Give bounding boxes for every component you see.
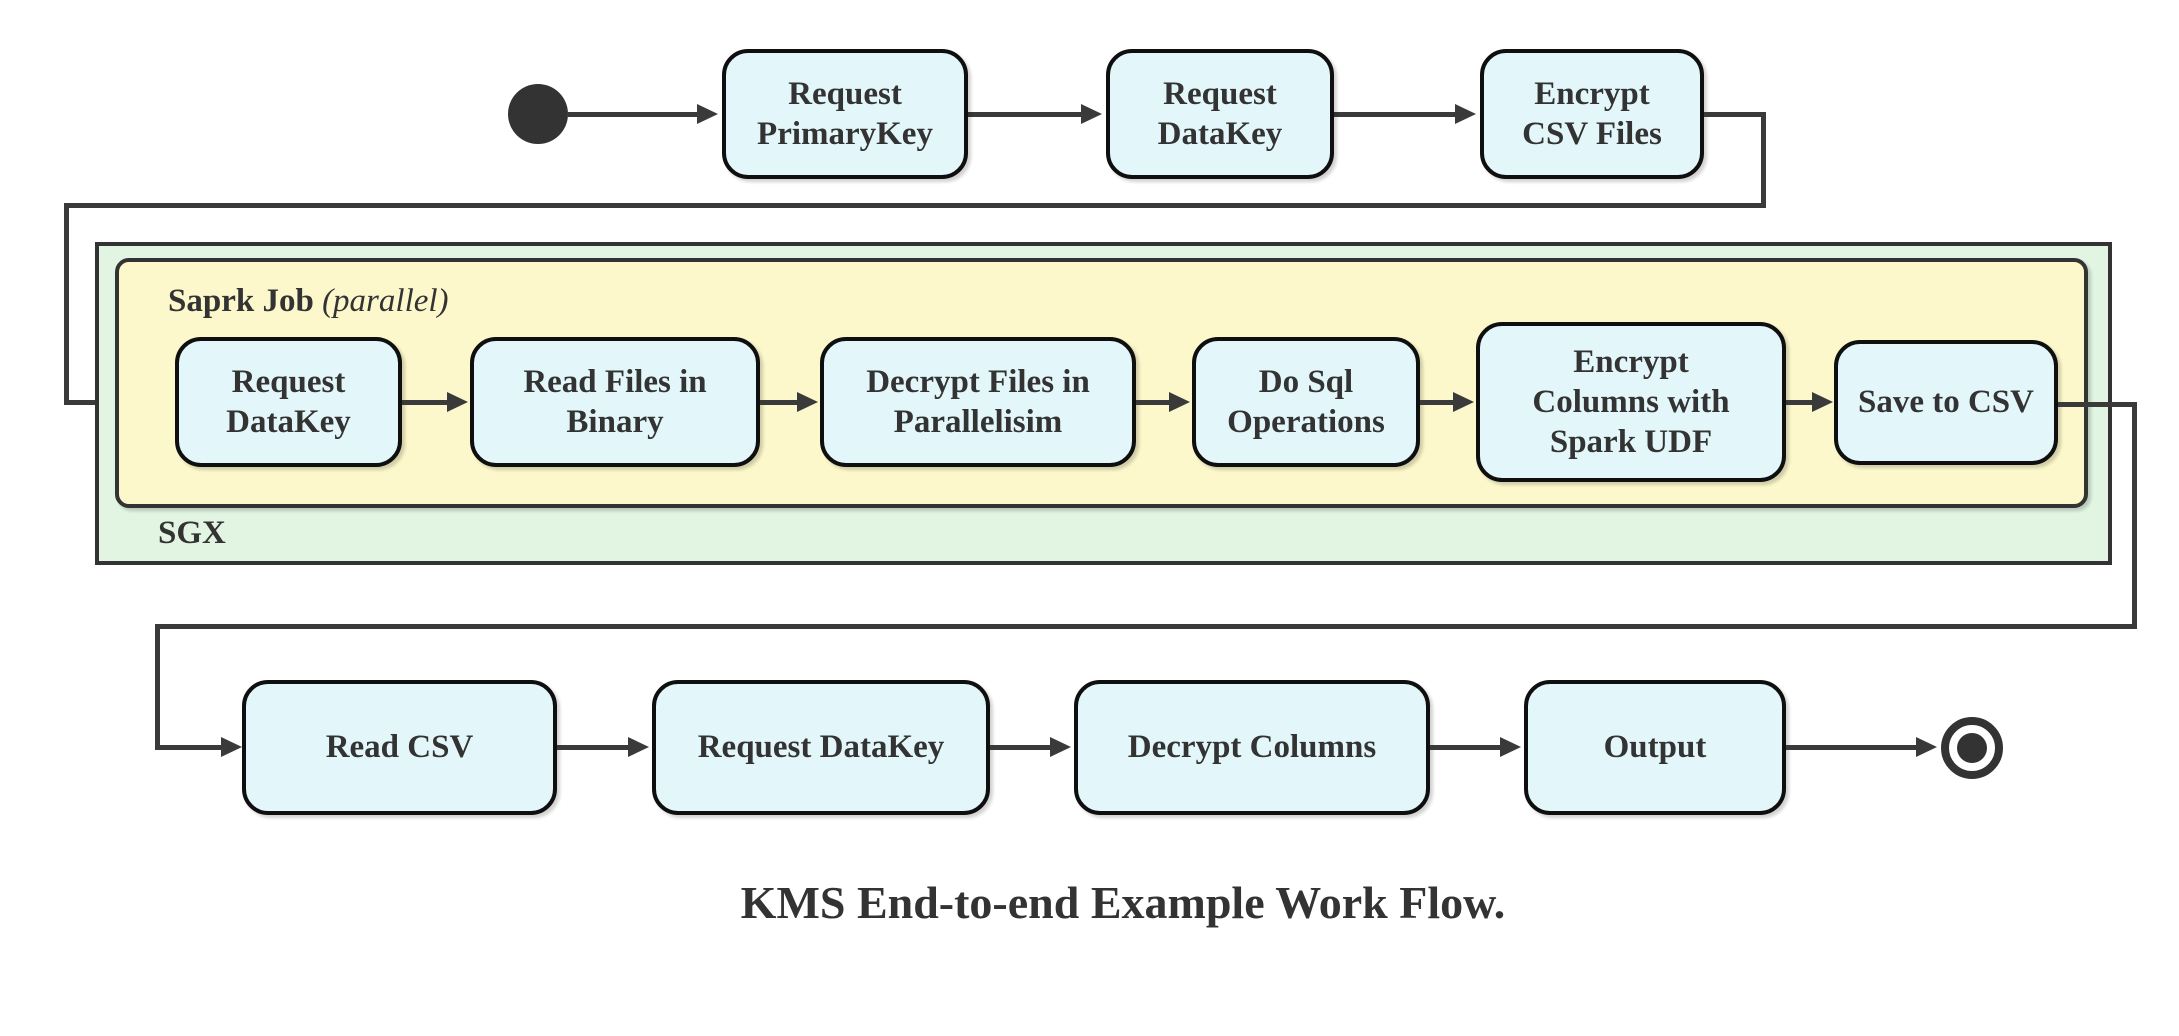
- arrowhead-icon: [221, 737, 242, 757]
- node-encrypt-columns-with-spark-udf: Encrypt Columns with Spark UDF: [1476, 322, 1786, 482]
- arrowhead-icon: [1453, 392, 1474, 412]
- edge-segment: [155, 624, 2137, 629]
- node-read-files-in-binary: Read Files in Binary: [470, 337, 760, 467]
- node-decrypt-files-in-parallelisim: Decrypt Files in Parallelisim: [820, 337, 1136, 467]
- edge-segment: [155, 624, 160, 748]
- node-decrypt-columns: Decrypt Columns: [1074, 680, 1430, 815]
- arrowhead-icon: [1916, 737, 1937, 757]
- final-state-icon: [1941, 717, 2003, 779]
- edge-segment: [760, 400, 798, 405]
- edge-segment: [1786, 400, 1813, 405]
- node-label: Read Files in Binary: [523, 363, 707, 440]
- edge-segment: [64, 203, 69, 405]
- node-label: Read CSV: [325, 729, 474, 766]
- spark-job-label-bold: Saprk Job: [168, 283, 314, 319]
- edge-segment: [1761, 112, 1766, 208]
- edge-segment: [990, 745, 1051, 750]
- node-label: Request PrimaryKey: [757, 75, 933, 152]
- node-label: Save to CSV: [1857, 384, 2034, 421]
- arrowhead-icon: [797, 392, 818, 412]
- node-save-to-csv: Save to CSV: [1834, 340, 2058, 465]
- node-label: Output: [1603, 729, 1707, 766]
- arrowhead-icon: [447, 392, 468, 412]
- edge-segment: [568, 112, 698, 117]
- arrowhead-icon: [1081, 104, 1102, 124]
- edge-segment: [1420, 400, 1454, 405]
- sgx-label: SGX: [158, 515, 226, 551]
- edge-segment: [2132, 402, 2137, 627]
- node-do-sql-operations: Do Sql Operations: [1192, 337, 1420, 467]
- node-encrypt-csv-files: Encrypt CSV Files: [1480, 49, 1704, 179]
- final-state-inner-dot: [1957, 733, 1987, 763]
- node-label: Request DataKey: [226, 363, 351, 440]
- node-label: Do Sql Operations: [1227, 363, 1385, 440]
- edge-segment: [155, 745, 223, 750]
- initial-state-dot: [508, 84, 568, 144]
- node-read-csv: Read CSV: [242, 680, 557, 815]
- diagram-title: KMS End-to-end Example Work Flow.: [740, 877, 1506, 928]
- edge-segment: [64, 203, 1766, 208]
- edge-segment: [1136, 400, 1170, 405]
- node-label: Request DataKey: [697, 729, 945, 766]
- node-label: Encrypt Columns with Spark UDF: [1532, 343, 1730, 461]
- node-request-primarykey: Request PrimaryKey: [722, 49, 968, 179]
- edge-segment: [402, 400, 448, 405]
- arrowhead-icon: [1050, 737, 1071, 757]
- arrowhead-icon: [628, 737, 649, 757]
- arrowhead-icon: [1812, 392, 1833, 412]
- node-request-datakey-bottom: Request DataKey: [652, 680, 990, 815]
- edge-segment: [968, 112, 1081, 117]
- edge-segment: [557, 745, 629, 750]
- edge-segment: [1786, 745, 1917, 750]
- node-label: Request DataKey: [1157, 75, 1283, 152]
- edge-segment: [1430, 745, 1501, 750]
- node-label: Decrypt Columns: [1127, 729, 1377, 766]
- node-output: Output: [1524, 680, 1786, 815]
- edge-segment: [2058, 402, 2137, 407]
- spark-job-label-italic: (parallel): [322, 283, 449, 319]
- arrowhead-icon: [697, 104, 718, 124]
- node-request-datakey-top: Request DataKey: [1106, 49, 1334, 179]
- arrowhead-icon: [1169, 392, 1190, 412]
- arrowhead-icon: [1500, 737, 1521, 757]
- edge-segment: [1704, 112, 1766, 117]
- node-label: Decrypt Files in Parallelisim: [866, 363, 1090, 440]
- spark-job-label: Saprk Job (parallel): [168, 283, 449, 320]
- node-sgx-request-datakey: Request DataKey: [175, 337, 402, 467]
- node-label: Encrypt CSV Files: [1522, 75, 1662, 152]
- edge-segment: [1334, 112, 1456, 117]
- arrowhead-icon: [1455, 104, 1476, 124]
